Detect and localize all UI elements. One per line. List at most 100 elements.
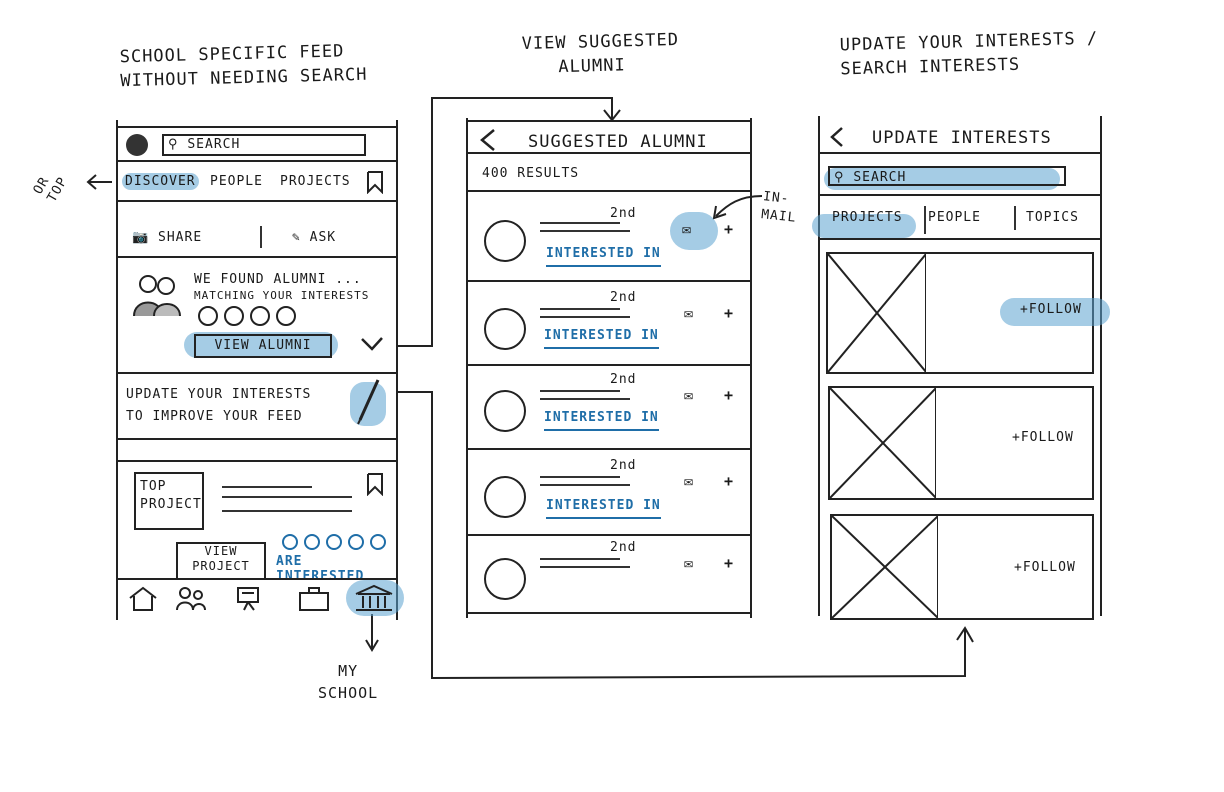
- interests-search-input[interactable]: ⚲ SEARCH: [828, 166, 1066, 186]
- alumni-avatar-icon: [484, 220, 526, 262]
- top-project-line1: TOP: [140, 479, 167, 494]
- alumni-card[interactable]: 2nd INTERESTED IN ✉ +: [468, 450, 750, 532]
- interested-avatar[interactable]: [304, 534, 320, 550]
- feed-screen: ⚲ SEARCH DISCOVER PEOPLE PROJECTS 📷 SHAR…: [116, 120, 404, 620]
- back-icon[interactable]: [478, 128, 496, 152]
- add-connection-icon[interactable]: +: [724, 220, 734, 238]
- alumni-avatar[interactable]: [198, 306, 218, 326]
- view-project-button[interactable]: VIEW PROJECT: [176, 542, 266, 580]
- interested-in-text: INTERESTED IN: [544, 410, 659, 425]
- share-button[interactable]: 📷 SHARE: [132, 230, 202, 245]
- interested-in-link[interactable]: INTERESTED IN: [546, 498, 661, 519]
- follow-label: +FOLLOW: [1014, 560, 1076, 575]
- interest-item[interactable]: +FOLLOW: [826, 252, 1110, 374]
- home-icon[interactable]: [128, 586, 158, 612]
- add-connection-icon[interactable]: +: [724, 304, 734, 322]
- interested-avatar[interactable]: [370, 534, 386, 550]
- interested-in-text: INTERESTED IN: [546, 246, 661, 261]
- alumni-avatar-icon: [484, 476, 526, 518]
- alumni-group-icon: [133, 275, 181, 317]
- project-bookmark-icon[interactable]: [366, 472, 384, 496]
- update-interests-line1: UPDATE YOUR INTERESTS: [126, 387, 312, 402]
- alumni-message: WE FOUND ALUMNI ... MATCHING YOUR INTERE…: [194, 272, 369, 304]
- projects-icon[interactable]: [234, 584, 264, 612]
- in-mail-icon[interactable]: ✉: [684, 472, 694, 490]
- interest-item[interactable]: +FOLLOW: [830, 514, 1094, 620]
- arrowhead-interests: [956, 626, 974, 643]
- tab-discover[interactable]: DISCOVER: [122, 173, 199, 190]
- follow-button[interactable]: +FOLLOW: [1012, 430, 1074, 445]
- search-input[interactable]: ⚲ SEARCH: [162, 134, 366, 156]
- interested-avatar[interactable]: [282, 534, 298, 550]
- tab-projects[interactable]: PROJECTS: [280, 174, 351, 189]
- interest-item[interactable]: +FOLLOW: [828, 386, 1094, 500]
- in-mail-icon[interactable]: ✉: [684, 386, 694, 404]
- connection-degree-text: 2nd: [610, 458, 637, 473]
- arrowhead-or-top: [86, 174, 97, 190]
- chevron-down-icon[interactable]: [360, 336, 384, 352]
- tab-projects-label: PROJECTS: [280, 174, 351, 189]
- interested-avatar[interactable]: [326, 534, 342, 550]
- alumni-avatar[interactable]: [250, 306, 270, 326]
- tab-topics[interactable]: TOPICS: [1026, 210, 1079, 225]
- tab-projects-label: PROJECTS: [832, 210, 903, 225]
- search-icon: ⚲: [834, 170, 845, 185]
- arrow-to-suggested: [398, 97, 613, 347]
- interested-avatar[interactable]: [348, 534, 364, 550]
- image-placeholder-icon: [830, 388, 936, 498]
- image-placeholder-icon: [832, 516, 938, 618]
- interests-title-text: UPDATE INTERESTS: [872, 128, 1052, 148]
- camera-icon: 📷: [132, 230, 150, 245]
- my-school-icon[interactable]: [354, 584, 394, 612]
- arrow-in-mail: [715, 195, 763, 217]
- alumni-avatar-icon: [484, 308, 526, 350]
- tab-discover-label: DISCOVER: [122, 173, 199, 190]
- edit-pencil-icon[interactable]: [354, 378, 382, 426]
- add-connection-icon[interactable]: +: [724, 554, 734, 572]
- alumni-avatar[interactable]: [276, 306, 296, 326]
- annotation-school: SCHOOL: [318, 684, 379, 702]
- follow-label: +FOLLOW: [1020, 302, 1082, 317]
- add-connection-icon[interactable]: +: [724, 386, 734, 404]
- connection-degree-text: 2nd: [610, 372, 637, 387]
- add-connection-icon[interactable]: +: [724, 472, 734, 490]
- in-mail-icon[interactable]: ✉: [682, 220, 692, 238]
- alumni-avatar[interactable]: [224, 306, 244, 326]
- interested-in-link[interactable]: INTERESTED IN: [544, 410, 659, 431]
- arrow-to-interests: [398, 391, 966, 680]
- ask-button[interactable]: ✎ ASK: [292, 230, 336, 245]
- suggested-title-text: SUGGESTED ALUMNI: [528, 132, 708, 152]
- alumni-card[interactable]: 2nd INTERESTED IN ✉ +: [468, 192, 750, 278]
- tab-topics-label: TOPICS: [1026, 210, 1079, 225]
- in-mail-highlight: [670, 212, 718, 250]
- alumni-card[interactable]: 2nd INTERESTED IN ✉ +: [468, 366, 750, 448]
- alumni-avatar-icon: [484, 390, 526, 432]
- update-interests-message: UPDATE YOUR INTERESTS TO IMPROVE YOUR FE…: [126, 384, 311, 428]
- annotation-my: MY: [338, 662, 359, 680]
- interested-in-link[interactable]: INTERESTED IN: [544, 328, 659, 349]
- in-mail-icon[interactable]: ✉: [684, 304, 694, 322]
- alumni-card[interactable]: 2nd INTERESTED IN ✉ +: [468, 282, 750, 364]
- alumni-avatar-icon: [484, 558, 526, 600]
- results-count-text: 400 RESULTS: [482, 166, 580, 181]
- connection-degree-text: 2nd: [610, 206, 637, 221]
- avatar[interactable]: [126, 134, 148, 156]
- back-icon[interactable]: [828, 126, 844, 148]
- interested-in-link[interactable]: INTERESTED IN: [546, 246, 661, 267]
- tab-people[interactable]: PEOPLE: [928, 210, 981, 225]
- follow-button[interactable]: +FOLLOW: [1014, 560, 1076, 575]
- people-icon[interactable]: [174, 586, 208, 612]
- interested-in-text: INTERESTED IN: [546, 498, 661, 513]
- alumni-card[interactable]: 2nd ✉ +: [468, 536, 750, 616]
- follow-button[interactable]: +FOLLOW: [1020, 302, 1082, 317]
- share-label: SHARE: [158, 230, 203, 245]
- tab-people[interactable]: PEOPLE: [210, 174, 263, 189]
- image-placeholder-icon: [828, 254, 926, 372]
- top-project-thumbnail[interactable]: TOP PROJECT: [134, 472, 204, 530]
- in-mail-icon[interactable]: ✉: [684, 554, 694, 572]
- tab-projects[interactable]: PROJECTS: [832, 210, 903, 225]
- view-alumni-label: VIEW ALUMNI: [214, 338, 312, 353]
- view-alumni-button[interactable]: VIEW ALUMNI: [194, 334, 332, 358]
- bookmark-icon[interactable]: [366, 170, 384, 194]
- jobs-icon[interactable]: [298, 586, 330, 612]
